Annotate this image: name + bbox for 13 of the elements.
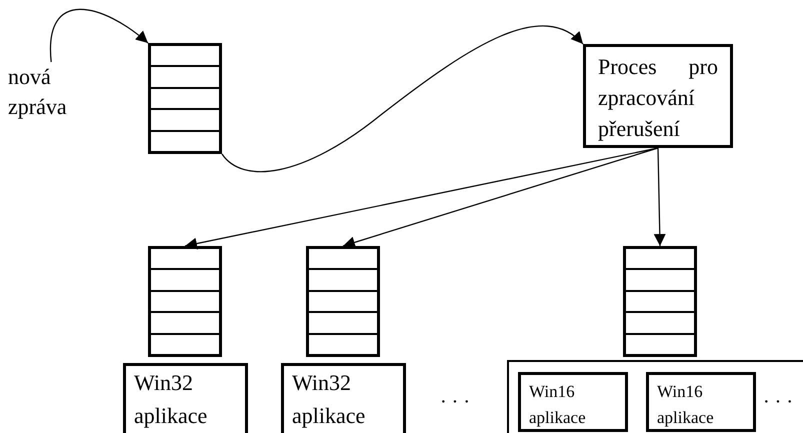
application-box: Win16 aplikace [518, 372, 628, 432]
arrow [50, 8, 148, 62]
application-group-box [507, 360, 803, 433]
message-label: nová zpráva [8, 62, 98, 124]
application-box: Win32 aplikace [123, 363, 248, 433]
arrow [342, 147, 658, 248]
arrow [654, 148, 666, 246]
arrow [222, 26, 584, 172]
application-box: Win32 aplikace [281, 363, 406, 433]
application-box: Win16 aplikace [646, 372, 756, 432]
ellipsis: · · · [440, 392, 470, 412]
ellipsis: · · · [763, 392, 793, 412]
process-box: Proces pro zpracování přerušení [583, 44, 733, 148]
